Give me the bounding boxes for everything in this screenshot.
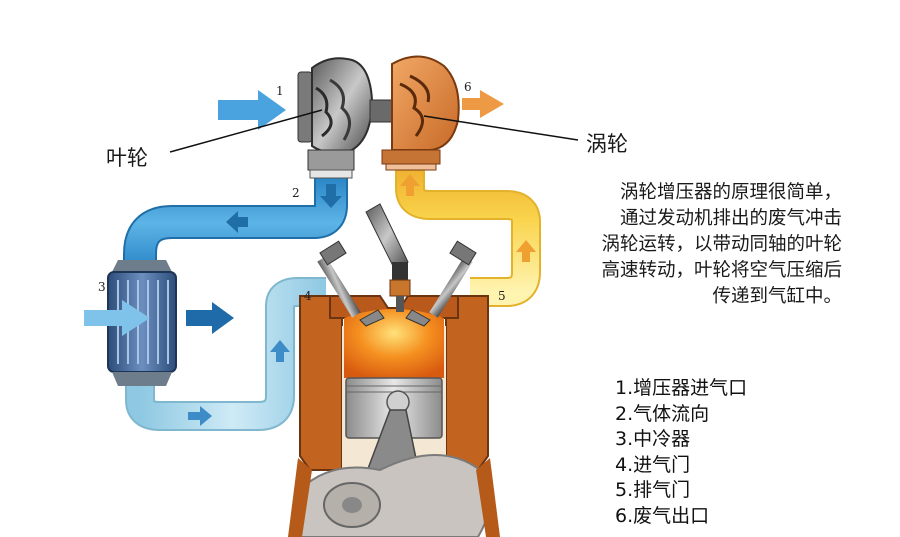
exhaust-pipe [395, 168, 541, 307]
exhaust-flow-arrow-up-turbine [400, 174, 420, 196]
engine-block [288, 295, 500, 537]
compressor-housing [297, 57, 374, 179]
cooled-flow-arrow-up [270, 340, 290, 362]
turbine-housing [381, 55, 460, 171]
marker-5: 5 [498, 289, 506, 303]
legend-item: 6.废气出口 [615, 504, 710, 527]
legend-item: 3.中冷器 [615, 428, 691, 450]
marker-3: 3 [98, 280, 106, 294]
cooler-outlet-arrow [186, 302, 234, 334]
turbine-leader-line [423, 115, 579, 141]
spark-plug [365, 203, 411, 312]
description-line: 高速转动，叶轮将空气压缩后 [601, 260, 842, 281]
marker-6: 6 [464, 80, 472, 94]
exhaust-valve [405, 240, 477, 327]
legend-item: 5.排气门 [615, 479, 691, 501]
turbo-shaft [369, 99, 395, 123]
intake-valve [317, 240, 385, 327]
marker-1: 1 [276, 84, 284, 98]
legend-item: 2.气体流向 [615, 402, 710, 425]
cooler-inlet-arrow [84, 300, 150, 336]
intake-flow-arrow-left [226, 211, 248, 233]
description-line: 传递到气缸中。 [712, 286, 842, 307]
impeller-label: 叶轮 [106, 146, 148, 170]
legend-item: 4.进气门 [615, 453, 691, 476]
turbine-label: 涡轮 [586, 132, 628, 156]
cooled-pipe [125, 277, 326, 431]
legend: 1.增压器进气口 2.气体流向 3.中冷器 4.进气门 5.排气门 6.废气出口 [615, 376, 747, 529]
marker-2: 2 [292, 186, 300, 200]
exhaust-flow-arrow-up [516, 240, 536, 262]
description-line: 通过发动机排出的废气冲击 [619, 208, 842, 229]
description-text: 涡轮增压器的原理很简单， 通过发动机排出的废气冲击 涡轮运转，以带动同轴的叶轮 … [522, 180, 842, 310]
marker-4: 4 [304, 289, 312, 303]
description-line: 涡轮运转，以带动同轴的叶轮 [601, 234, 842, 255]
description-line: 涡轮增压器的原理很简单， [619, 182, 842, 203]
inlet-arrow [218, 90, 286, 130]
legend-item: 1.增压器进气口 [615, 377, 748, 399]
cooled-flow-arrow-right [188, 406, 212, 426]
outlet-arrow [462, 90, 504, 118]
intake-flow-arrow-down [320, 184, 342, 208]
impeller-leader-line [169, 109, 323, 153]
